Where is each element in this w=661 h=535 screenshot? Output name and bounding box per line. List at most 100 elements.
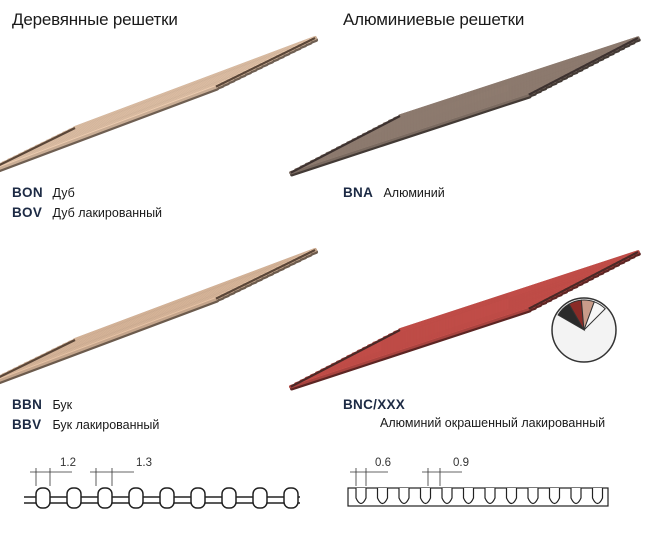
grille-bar-highlight: [326, 288, 566, 368]
aluminium-profile-diagram: [347, 468, 609, 507]
wood-grilles-heading: Деревянные решетки: [12, 10, 178, 29]
grille-bar-highlight: [321, 77, 560, 156]
grille-bar-highlight: [383, 44, 623, 124]
grille-rail: [0, 339, 76, 379]
product-row-bov: BOV Дуб лакированный: [12, 204, 162, 222]
profile-bar: [190, 487, 206, 509]
grille-bar-highlight: [0, 297, 216, 379]
grille-bar-highlight: [357, 272, 597, 352]
grille-bar-shadow: [289, 308, 532, 391]
product-code: BBN: [12, 397, 43, 412]
profile-slat: [527, 488, 539, 505]
grille-bar-highlight: [331, 285, 571, 365]
grille-bar-highlight: [315, 79, 555, 159]
product-row-bbn: BBN Бук: [12, 396, 72, 414]
grille-bar-highlight: [331, 71, 571, 151]
grille-rail: [215, 37, 316, 88]
aluminium-grilles-heading: Алюминиевые решетки: [343, 10, 525, 29]
grille-bar-shadow: [290, 94, 532, 177]
product-name-bnc: Алюминий окрашенный лакированный: [380, 416, 606, 430]
wood-profile-diagram: [24, 468, 300, 509]
grille-bar-highlight: [399, 250, 638, 330]
profile-bar: [283, 487, 299, 509]
grille-bar-highlight: [352, 274, 592, 354]
product-code: BNC/XXX: [343, 397, 406, 412]
profile-slat: [484, 488, 496, 505]
product-name: Бук лакированный: [52, 418, 160, 432]
profile-slat: [441, 488, 453, 505]
grille-rail: [528, 37, 639, 96]
profile-bar: [221, 487, 237, 509]
grille-bar-highlight: [388, 41, 628, 121]
painted-grille: [288, 250, 641, 391]
grille-bar-highlight: [341, 280, 581, 360]
profile-bar: [128, 487, 144, 509]
grille-bar-highlight: [336, 282, 576, 362]
profile-slat: [398, 488, 410, 505]
grille-bar-highlight: [300, 87, 540, 167]
grille-bar-highlight: [373, 264, 612, 343]
grille-rail: [290, 329, 401, 388]
product-code: BON: [12, 185, 43, 200]
grille-bar-highlight: [310, 82, 550, 162]
profile-slat: [548, 488, 561, 505]
grille-rail: [215, 249, 316, 300]
grille-bar-highlight: [367, 52, 607, 132]
product-name: Алюминий: [383, 186, 445, 200]
product-code: BBV: [12, 417, 42, 432]
profile-bar: [97, 487, 113, 509]
grille-bar-highlight: [0, 85, 216, 167]
grille-bar-highlight: [305, 299, 545, 379]
grille-bar-highlight: [378, 47, 618, 127]
grille-bar-highlight: [310, 296, 550, 376]
grille-bar-highlight: [295, 90, 534, 170]
grille-rail: [290, 115, 401, 174]
grille-bar-shadow: [0, 298, 219, 385]
grille-bar-highlight: [305, 85, 545, 165]
grille-bar-highlight: [393, 253, 633, 333]
profile-slat: [462, 488, 475, 505]
profile-slat: [376, 488, 389, 505]
grille-bar-highlight: [289, 307, 529, 387]
profile-bar: [35, 487, 51, 509]
product-row-bon: BON Дуб: [12, 184, 75, 202]
grille-bar: [0, 296, 218, 382]
grille-bar: [288, 306, 531, 389]
grille-bar-highlight: [341, 66, 581, 146]
grille-bar-highlight: [367, 266, 607, 346]
grille-bar-highlight: [336, 68, 576, 148]
grille-bar-highlight: [300, 301, 540, 381]
product-name: Дуб лакированный: [52, 206, 163, 220]
profile-slat: [591, 488, 604, 505]
product-row-bnc: BNC/XXX: [343, 396, 405, 414]
oak-grille: [0, 36, 318, 173]
wood-profile-dim-a: 1.2: [60, 457, 76, 469]
aluminium-grille: [289, 36, 641, 177]
grille-bar-highlight: [315, 293, 555, 373]
grille-bar: [289, 92, 531, 175]
product-row-bna: BNA Алюминий: [343, 184, 445, 202]
product-name: Бук: [52, 398, 73, 412]
grille-bar-highlight: [388, 255, 628, 335]
grille-bar-highlight: [393, 39, 633, 119]
profile-slat: [419, 488, 432, 505]
grille-bar-highlight: [378, 261, 618, 341]
grille-rail: [0, 127, 76, 167]
grille-bar-highlight: [362, 269, 602, 349]
product-row-bbv: BBV Бук лакированный: [12, 416, 159, 434]
grille-bar-highlight: [347, 277, 586, 357]
profile-slat: [355, 488, 367, 505]
grille-bar-highlight: [352, 60, 592, 140]
product-code: BOV: [12, 205, 43, 220]
profile-bar: [66, 487, 82, 509]
grille-bar-shadow: [0, 86, 219, 173]
grille-bar: [0, 84, 218, 170]
aluminium-profile-dim-a: 0.6: [375, 457, 391, 469]
profile-bar: [252, 487, 268, 509]
grille-rail: [528, 251, 639, 310]
grille-bar-highlight: [321, 291, 560, 370]
grille-bar-highlight: [289, 93, 529, 173]
grille-bar-highlight: [295, 304, 534, 384]
grille-bar-highlight: [347, 63, 586, 143]
